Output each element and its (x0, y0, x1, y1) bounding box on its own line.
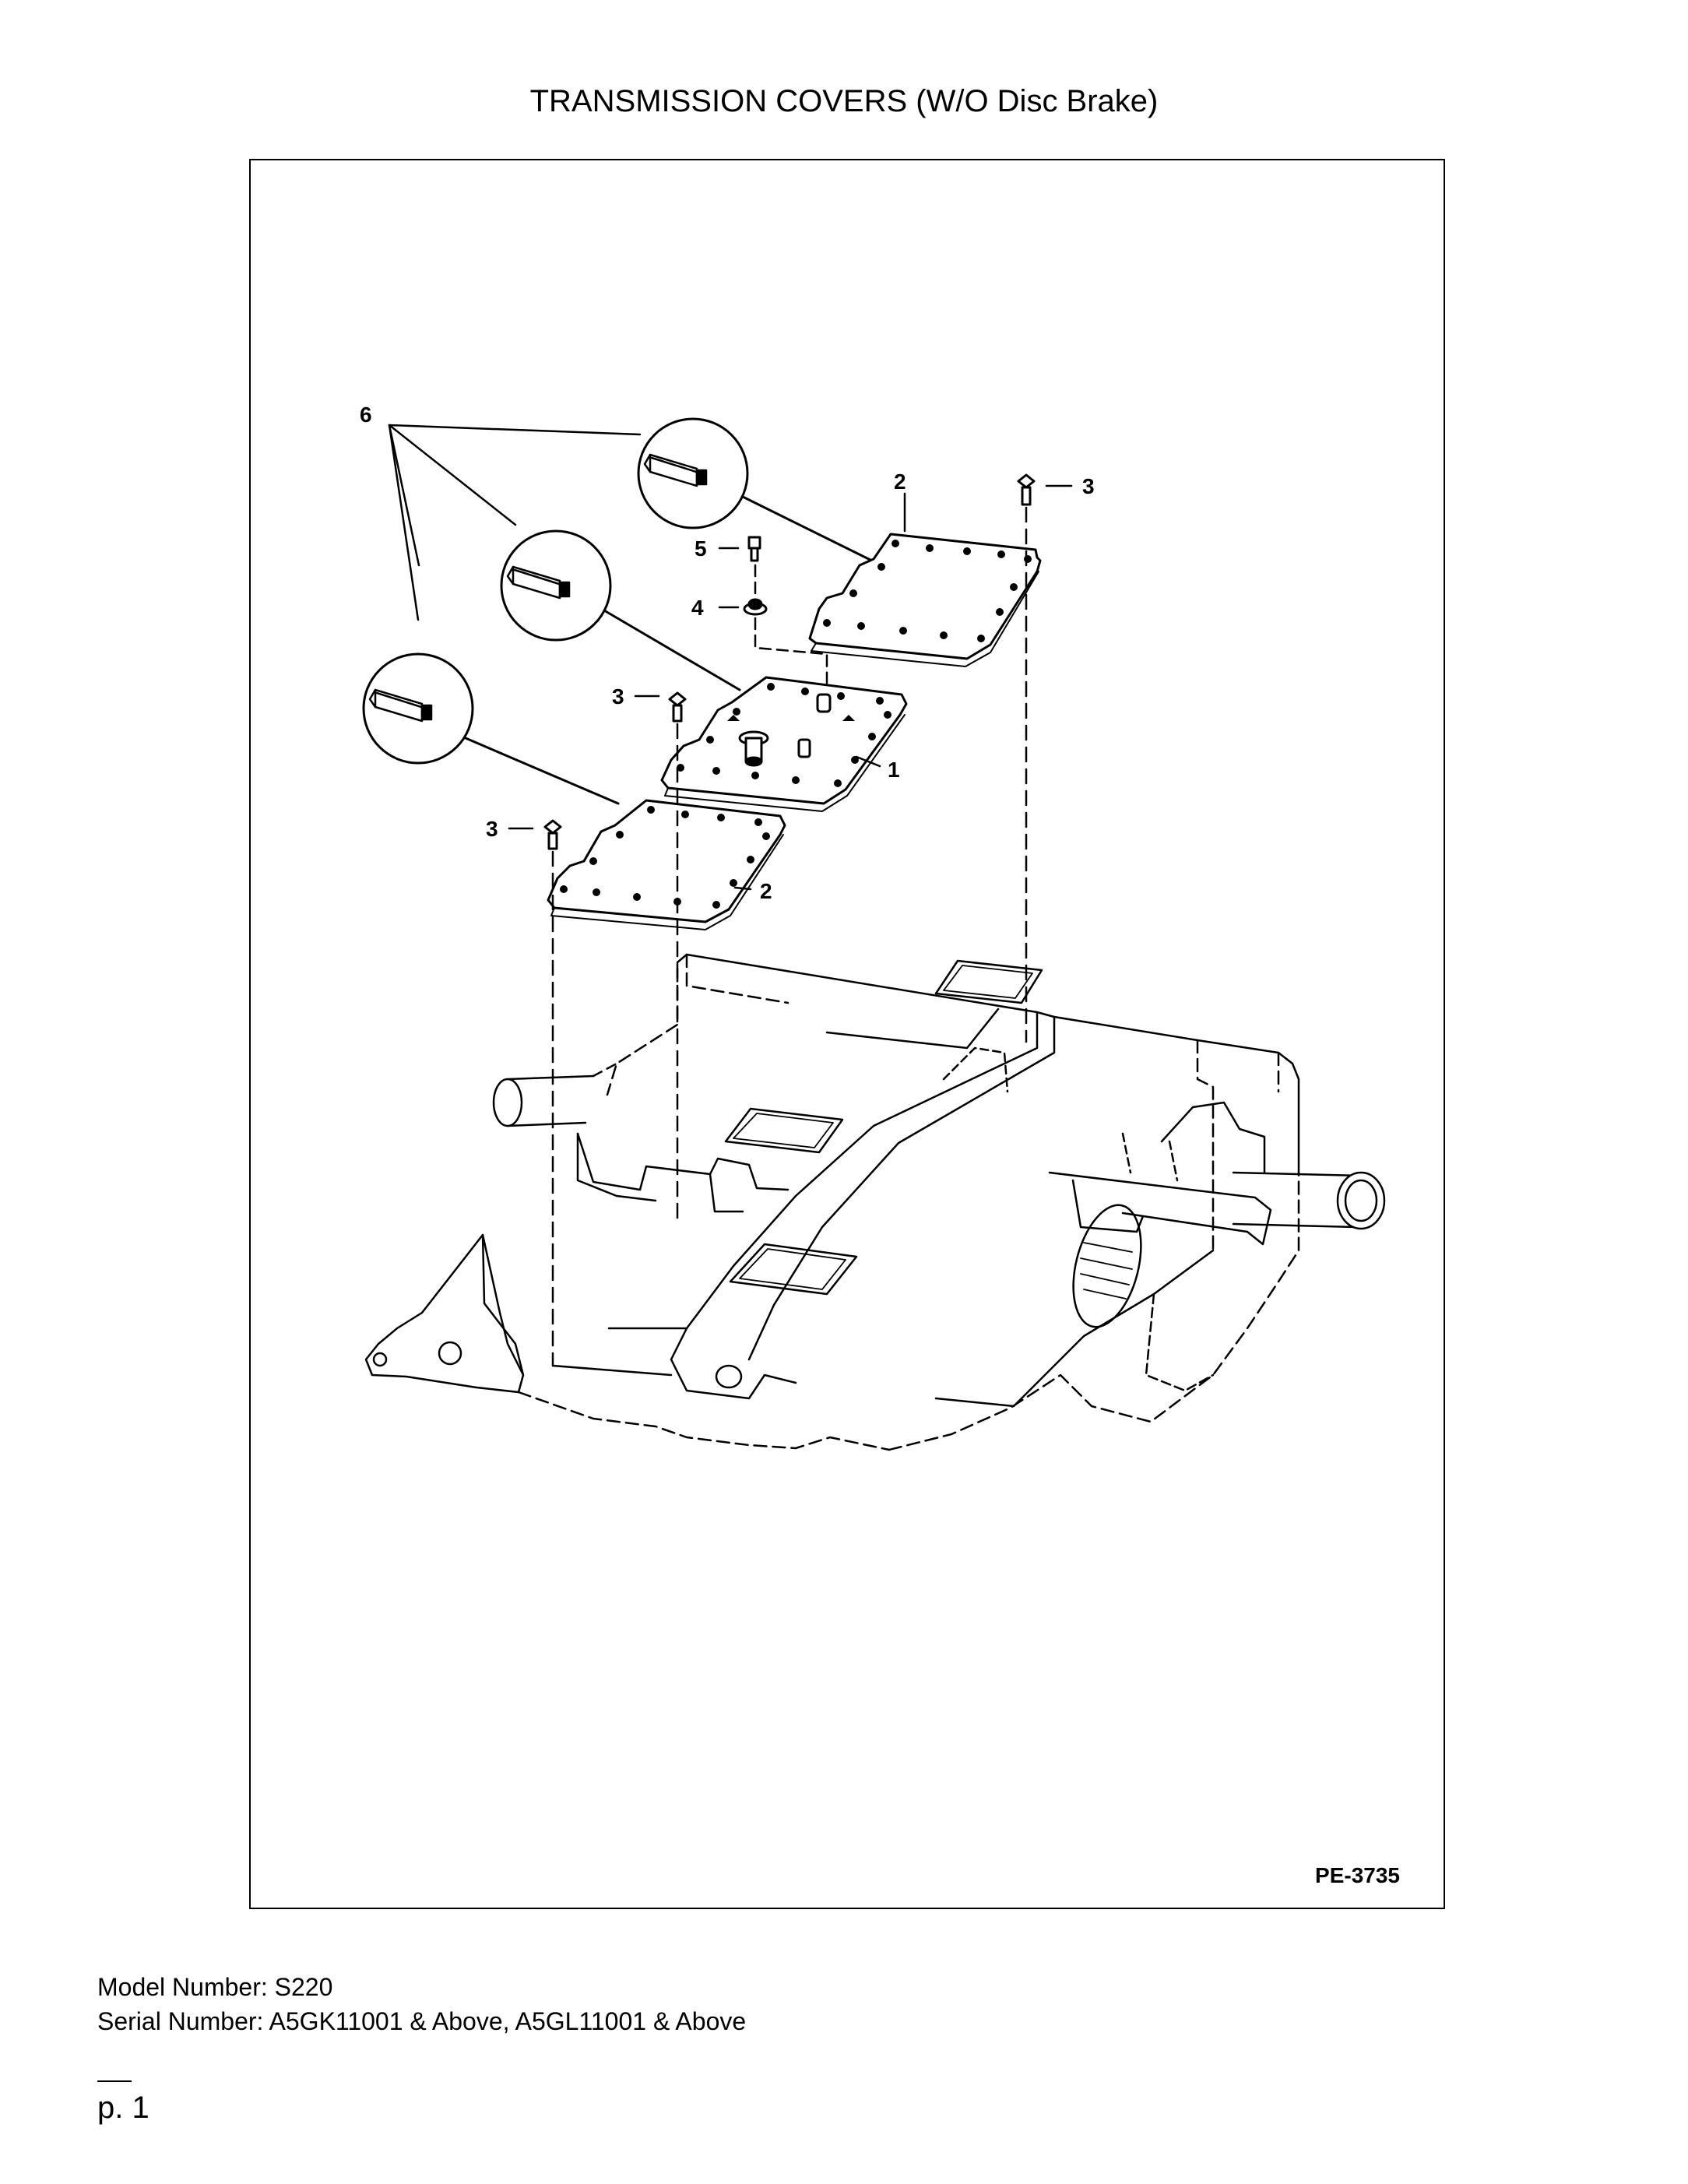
callout-1: 1 (888, 758, 900, 782)
serial-number: Serial Number: A5GK11001 & Above, A5GL11… (97, 2007, 747, 2035)
sealant-detail-mid (500, 529, 741, 691)
exploded-parts-diagram: 6 (360, 403, 1400, 1887)
callout-2-top: 2 (894, 470, 906, 494)
cover-plate-upper-right (808, 533, 1042, 667)
sealant-tube-icon (643, 453, 708, 487)
footer-info: Model Number: S220 Serial Number: A5GK11… (97, 1970, 746, 2038)
page-number-rule (97, 2080, 132, 2082)
bolt-3-top (1017, 473, 1073, 506)
bolt-3-low (508, 819, 562, 850)
callout-3-top: 3 (1082, 474, 1095, 498)
sealant-detail-low (362, 652, 620, 805)
callout-4: 4 (691, 596, 704, 620)
callout-6: 6 (360, 403, 372, 427)
sealant-tube-icon (506, 565, 571, 600)
callout-2-bottom: 2 (760, 879, 772, 903)
callout-5: 5 (695, 536, 707, 561)
cover-plate-middle (660, 676, 908, 812)
bolt-3-mid (634, 691, 687, 723)
leader-lines-6 (388, 424, 642, 621)
sealant-tube-icon (368, 688, 433, 723)
page-number: p. 1 (97, 2091, 149, 2125)
cover-plate-lower-left (547, 799, 786, 930)
model-number: Model Number: S220 (97, 1973, 333, 2001)
sealant-detail-top (637, 417, 889, 570)
plug-5 (718, 536, 761, 562)
callout-3-low: 3 (486, 817, 498, 841)
diagram-frame: 6 (249, 159, 1445, 1909)
drawing-id: PE-3735 (1315, 1863, 1400, 1887)
callout-3-mid: 3 (612, 684, 624, 709)
washer-4 (718, 598, 768, 616)
page-title: TRANSMISSION COVERS (W/O Disc Brake) (529, 84, 1159, 118)
transmission-housing (364, 953, 1386, 1451)
